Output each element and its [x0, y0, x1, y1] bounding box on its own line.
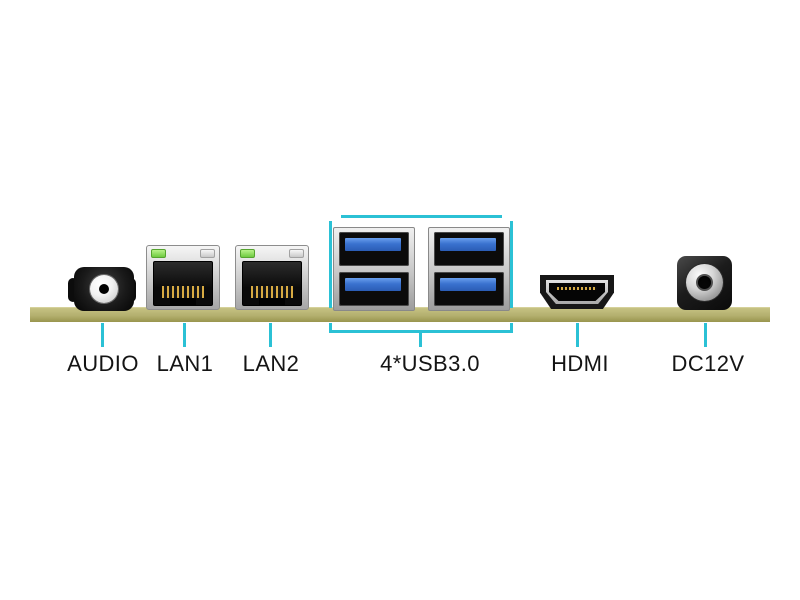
label-lan2: LAN2: [242, 351, 300, 376]
audio-jack: [66, 266, 138, 312]
usb-bracket-stem: [419, 333, 422, 347]
audio-jack-lobe-left: [68, 278, 78, 302]
lan1-link-led: [200, 249, 215, 258]
label-usb3: 4*USB3.0: [380, 351, 480, 376]
usb3-stack-left: [333, 227, 415, 311]
label-dc12v: DC12V: [671, 351, 745, 376]
label-audio: AUDIO: [67, 351, 139, 376]
usb3-port-1: [339, 232, 409, 266]
lan2-link-led: [289, 249, 304, 258]
lan2-activity-led: [240, 249, 255, 258]
lan1-clip-notch: [170, 298, 196, 305]
label-hdmi: HDMI: [551, 351, 609, 376]
hdmi-callout-line: [576, 323, 579, 347]
lan2-callout-line: [269, 323, 272, 347]
lan1-rj45-port: [146, 245, 220, 310]
usb3-port-2: [339, 272, 409, 306]
usb3-tongue-icon: [440, 238, 496, 251]
usb3-port-3: [434, 232, 504, 266]
lan2-port-cavity: [242, 261, 302, 306]
label-lan1: LAN1: [156, 351, 214, 376]
usb-guide-line-left: [329, 221, 332, 308]
usb-bracket-right: [510, 323, 513, 333]
lan1-port-cavity: [153, 261, 213, 306]
audio-jack-opening: [99, 284, 109, 294]
audio-callout-line: [101, 323, 104, 347]
lan1-activity-led: [151, 249, 166, 258]
usb-guide-line-top: [341, 215, 502, 218]
usb3-stack-right: [428, 227, 510, 311]
lan1-callout-line: [183, 323, 186, 347]
lan2-rj45-port: [235, 245, 309, 310]
dc-power-jack: [677, 256, 732, 310]
usb3-port-4: [434, 272, 504, 306]
hdmi-gold-pins: [557, 287, 597, 290]
lan2-clip-notch: [259, 298, 285, 305]
lan2-gold-pins: [251, 286, 293, 298]
usb3-tongue-icon: [345, 278, 401, 291]
lan1-gold-pins: [162, 286, 204, 298]
usb3-tongue-icon: [440, 278, 496, 291]
hdmi-slot: [549, 283, 605, 301]
usb-bracket-horizontal: [329, 330, 513, 333]
usb-guide-line-right: [510, 221, 513, 308]
dc-jack-pin-hole: [698, 276, 711, 289]
usb3-tongue-icon: [345, 238, 401, 251]
dc-callout-line: [704, 323, 707, 347]
hdmi-port: [540, 275, 614, 309]
usb-bracket-left: [329, 323, 332, 333]
